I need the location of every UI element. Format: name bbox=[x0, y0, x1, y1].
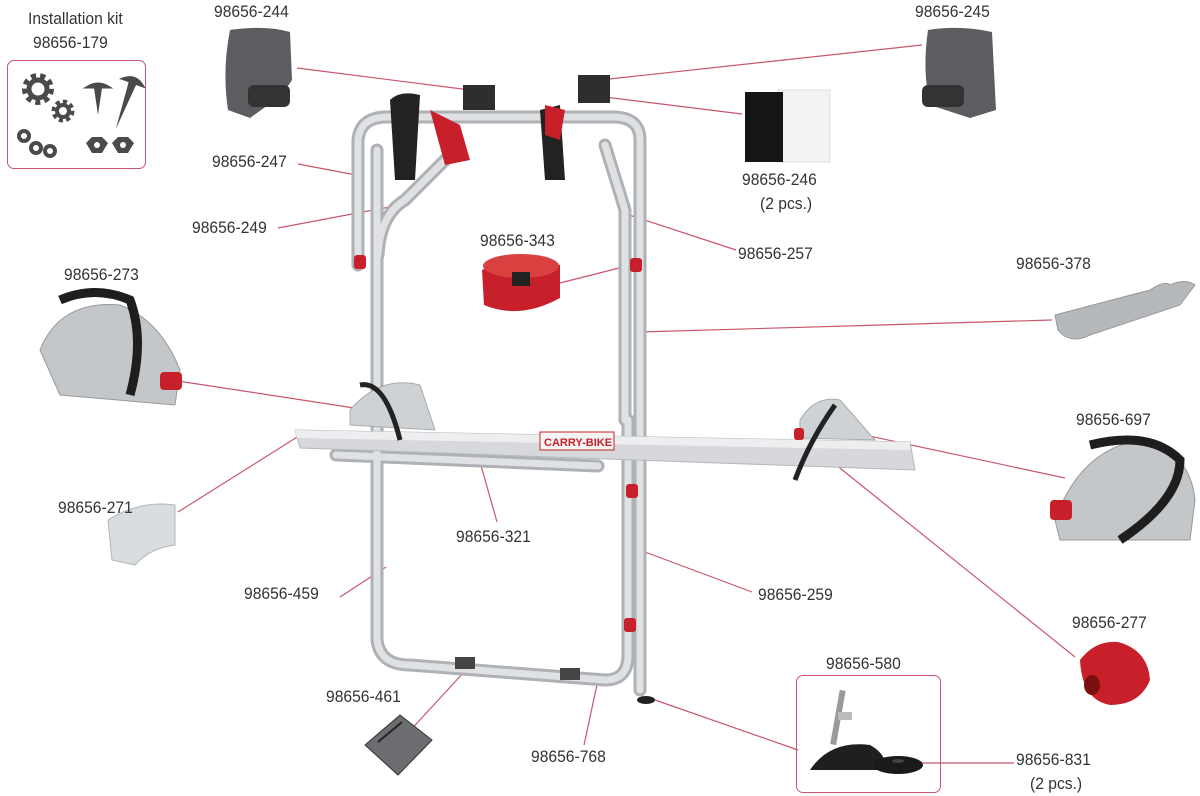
label-98656-378: 98656-378 bbox=[1016, 254, 1091, 273]
part-98656-461 bbox=[364, 714, 433, 776]
leader-247 bbox=[297, 163, 357, 176]
label-98656-246-quantity: (2 pcs.) bbox=[760, 194, 813, 213]
label-98656-831: 98656-831 bbox=[1016, 750, 1091, 769]
label-98656-580: 98656-580 bbox=[826, 654, 901, 673]
label-98656-321: 98656-321 bbox=[456, 527, 531, 546]
label-98656-271: 98656-271 bbox=[58, 498, 133, 517]
leader-580 bbox=[654, 699, 799, 751]
label-98656-259: 98656-259 bbox=[758, 585, 833, 604]
leader-245 bbox=[599, 44, 923, 81]
installation-kit-title: Installation kit bbox=[28, 9, 123, 28]
part-98656-246 bbox=[745, 89, 831, 163]
label-98656-459: 98656-459 bbox=[244, 584, 319, 603]
part-98656-378 bbox=[1054, 281, 1196, 340]
part-98656-580-box bbox=[796, 675, 941, 793]
part-98656-343 bbox=[482, 254, 560, 312]
gear-icon bbox=[51, 99, 75, 123]
gear-icon bbox=[22, 73, 54, 105]
leader-271 bbox=[177, 433, 303, 513]
leader-lines bbox=[177, 44, 1076, 764]
rack-foot bbox=[637, 696, 655, 704]
label-98656-273: 98656-273 bbox=[64, 265, 139, 284]
label-98656-277: 98656-277 bbox=[1072, 613, 1147, 632]
part-98656-271 bbox=[107, 503, 176, 566]
part-98656-245 bbox=[922, 27, 996, 119]
leader-461 bbox=[404, 669, 467, 737]
leader-321 bbox=[479, 461, 498, 523]
label-98656-245: 98656-245 bbox=[915, 2, 990, 21]
part-98656-697 bbox=[1050, 435, 1196, 544]
rail-brand-text: CARRY-BIKE bbox=[544, 437, 612, 449]
label-98656-697: 98656-697 bbox=[1076, 410, 1151, 429]
rack-clamp bbox=[455, 657, 475, 669]
label-98656-461: 98656-461 bbox=[326, 687, 401, 706]
rack-clamp bbox=[560, 668, 580, 680]
screw-icon bbox=[82, 82, 114, 115]
label-98656-246: 98656-246 bbox=[742, 170, 817, 189]
part-98656-244 bbox=[225, 27, 292, 119]
label-98656-768: 98656-768 bbox=[531, 747, 606, 766]
part-98656-831 bbox=[873, 756, 923, 774]
label-98656-831-quantity: (2 pcs.) bbox=[1030, 774, 1083, 793]
bike-rail bbox=[294, 429, 916, 471]
rack-cradles bbox=[349, 75, 877, 481]
chain-link-icon bbox=[17, 129, 57, 158]
label-98656-257: 98656-257 bbox=[738, 244, 813, 263]
part-98656-277 bbox=[1080, 641, 1150, 705]
leader-246 bbox=[604, 96, 743, 115]
rack-knobs bbox=[354, 255, 804, 632]
label-98656-247: 98656-247 bbox=[212, 152, 287, 171]
leader-244 bbox=[296, 67, 471, 91]
screw-icon bbox=[115, 76, 145, 130]
leader-259 bbox=[644, 551, 753, 593]
label-98656-244: 98656-244 bbox=[214, 2, 289, 21]
label-98656-249: 98656-249 bbox=[192, 218, 267, 237]
part-98656-580 bbox=[810, 689, 886, 770]
installation-kit-part-number: 98656-179 bbox=[33, 33, 108, 52]
rack-frame bbox=[329, 110, 647, 697]
installation-kit-icons bbox=[17, 73, 145, 158]
nut-icon bbox=[86, 137, 134, 153]
label-98656-343: 98656-343 bbox=[480, 231, 555, 250]
leader-277 bbox=[804, 439, 1076, 658]
leader-768 bbox=[583, 679, 599, 746]
installation-kit-box bbox=[7, 60, 146, 169]
leader-378 bbox=[639, 319, 1053, 333]
part-98656-273 bbox=[39, 288, 182, 406]
